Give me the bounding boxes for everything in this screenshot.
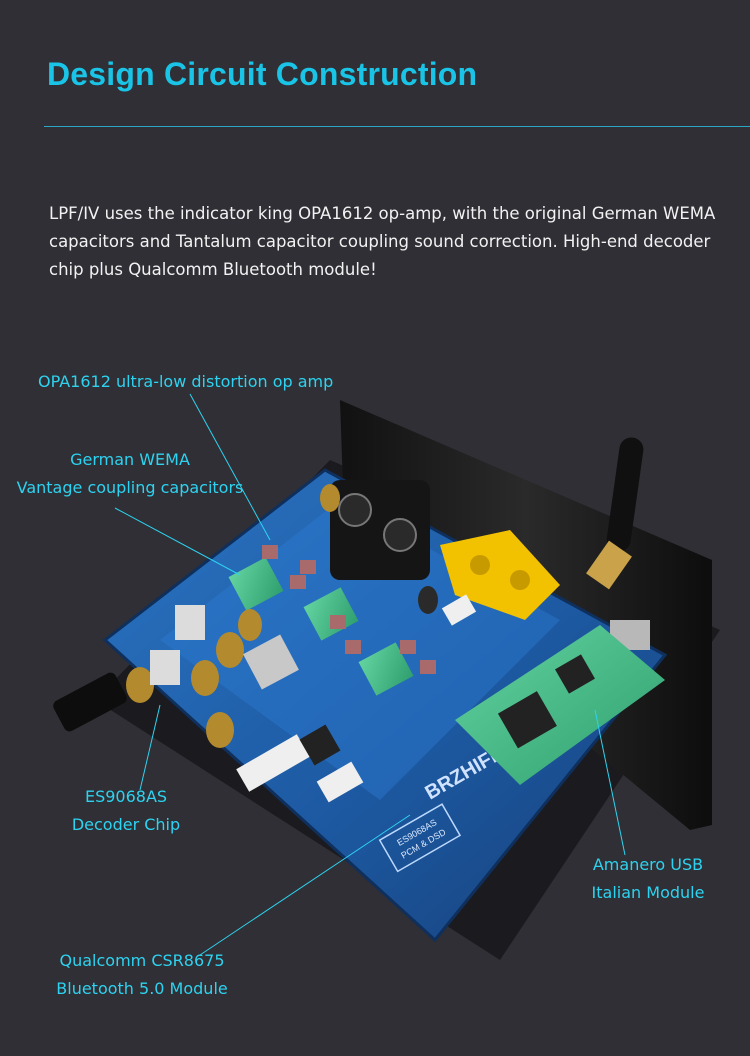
callout-amanero-line1: Amanero USB (592, 855, 704, 874)
title-divider (44, 126, 750, 127)
callout-opamp-line1: OPA1612 ultra-low distortion op amp (38, 372, 334, 391)
jack-2 (383, 518, 417, 552)
decoder-chip (299, 724, 341, 766)
wema-capacitors (262, 545, 436, 674)
electrolytic-capacitors (126, 484, 438, 748)
callout-bluetooth-line1: Qualcomm CSR8675 (59, 951, 225, 970)
white-connector-1 (236, 734, 310, 792)
callout-bluetooth: Qualcomm CSR8675 Bluetooth 5.0 Module (48, 947, 236, 1003)
opamp-board-1 (228, 557, 284, 611)
bluetooth-antenna (606, 437, 644, 552)
callout-decoder-line1: ES9068AS (84, 787, 168, 806)
rca-connector (440, 530, 560, 620)
callout-opamp: OPA1612 ultra-low distortion op amp (38, 368, 333, 396)
callout-amanero-line2: Italian Module (591, 883, 705, 902)
callout-wema-line2: Vantage coupling capacitors (16, 478, 244, 497)
callout-wema-line1: German WEMA (70, 450, 190, 469)
regulator-2 (150, 650, 180, 685)
callout-decoder-line2: Decoder Chip (71, 815, 181, 834)
callout-decoder: ES9068AS Decoder Chip (58, 783, 194, 839)
regulator-1 (175, 605, 205, 640)
opamp-board-3 (358, 642, 414, 696)
callout-lines (114, 393, 626, 956)
white-connector-2 (316, 761, 364, 803)
callout-wema: German WEMA Vantage coupling capacitors (10, 446, 250, 502)
page-title: Design Circuit Construction (47, 56, 478, 92)
callout-bluetooth-line2: Bluetooth 5.0 Module (56, 979, 228, 998)
white-connector-3 (441, 594, 477, 626)
heatsink (243, 634, 299, 690)
intro-paragraph: LPF/IV uses the indicator king OPA1612 o… (49, 204, 716, 279)
power-jack (53, 672, 127, 732)
jack-1 (338, 493, 372, 527)
callout-amanero: Amanero USB Italian Module (586, 851, 710, 907)
amanero-usb-module (455, 625, 665, 785)
